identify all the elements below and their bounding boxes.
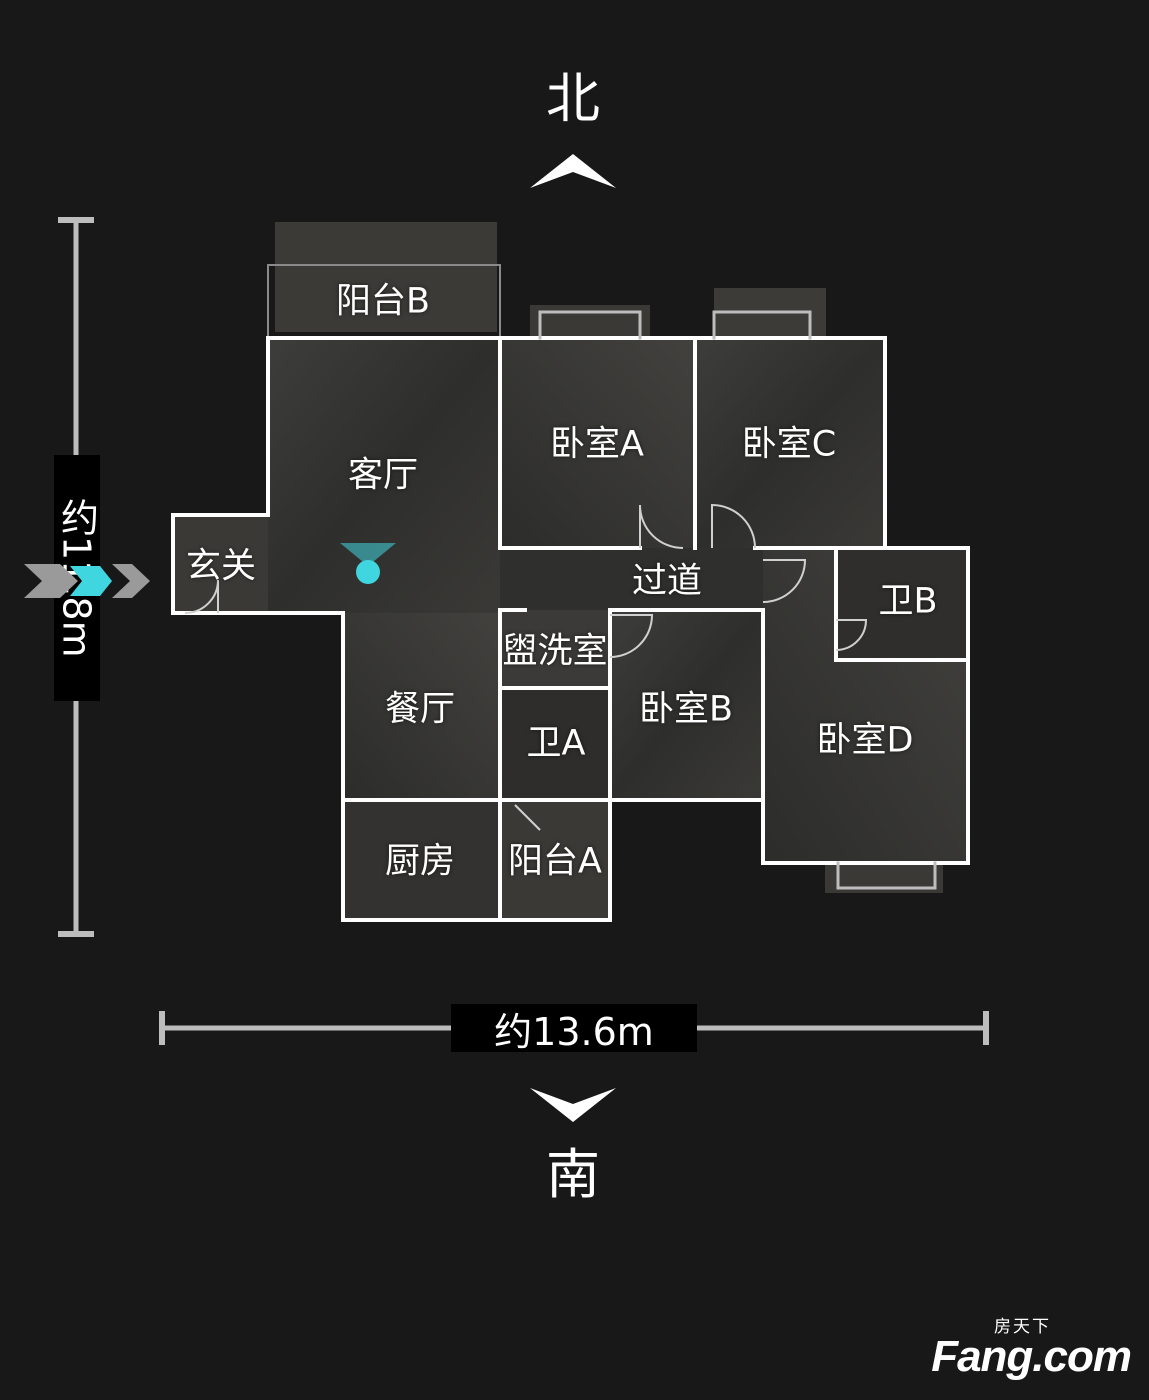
door-swings xyxy=(184,503,868,831)
bedroom-c-floor xyxy=(695,338,885,548)
room-label-living-room: 客厅 xyxy=(347,455,419,496)
balcony-b-floor xyxy=(275,222,497,332)
chevron-down-icon xyxy=(530,1088,616,1122)
room-label-washroom: 盥洗室 xyxy=(502,631,608,672)
living-room-floor xyxy=(268,338,500,613)
balcony-a-door xyxy=(514,804,541,831)
room-label-bath-b: 卫B xyxy=(878,581,938,622)
width-dimension-label: 约13.6m xyxy=(451,1004,697,1054)
balcony-a-floor xyxy=(500,800,610,920)
room-label-bath-a: 卫A xyxy=(526,723,586,764)
bedroom-a-door xyxy=(639,504,684,549)
camera-viewpoint-icon xyxy=(340,543,396,584)
south-label: 南 xyxy=(546,1143,600,1206)
kitchen-floor xyxy=(343,800,500,920)
dining-room-floor xyxy=(343,613,500,800)
room-label-bedroom-b: 卧室B xyxy=(638,689,734,730)
bedroom-b-floor xyxy=(610,610,763,800)
north-label: 北 xyxy=(546,67,600,130)
entrance-floor xyxy=(173,515,268,613)
room-label-dining-room: 餐厅 xyxy=(384,689,456,730)
room-label-bedroom-d: 卧室D xyxy=(816,720,914,761)
bedroom-d-door xyxy=(762,559,807,603)
floor-fills xyxy=(173,222,968,920)
room-label-kitchen: 厨房 xyxy=(384,841,456,882)
chevron-up-icon xyxy=(530,154,616,188)
brand-logo: 房天下 Fang.com xyxy=(931,1312,1132,1382)
double-chevron-right-icon xyxy=(24,564,150,598)
bath-a-floor xyxy=(500,688,610,800)
bedroom-b-door xyxy=(609,614,654,658)
room-label-balcony-b: 阳台B xyxy=(335,281,431,322)
bedroom-a-floor xyxy=(500,338,695,548)
room-label-bedroom-c: 卧室C xyxy=(741,424,837,465)
room-label-balcony-a: 阳台A xyxy=(508,841,602,882)
entrance-door xyxy=(184,579,219,614)
corridor-floor xyxy=(500,548,765,610)
room-label-entrance: 玄关 xyxy=(185,546,257,587)
room-label-corridor: 过道 xyxy=(631,561,703,602)
brand-logo-main: Fang.com xyxy=(931,1332,1132,1381)
brand-logo-top: 房天下 xyxy=(994,1317,1051,1337)
walls xyxy=(171,264,970,922)
bath-b-door xyxy=(835,619,868,651)
bedroom-a-bay xyxy=(530,305,650,338)
room-label-bedroom-a: 卧室A xyxy=(550,424,644,465)
washroom-floor xyxy=(500,610,610,688)
bedroom-c-door xyxy=(711,503,756,549)
